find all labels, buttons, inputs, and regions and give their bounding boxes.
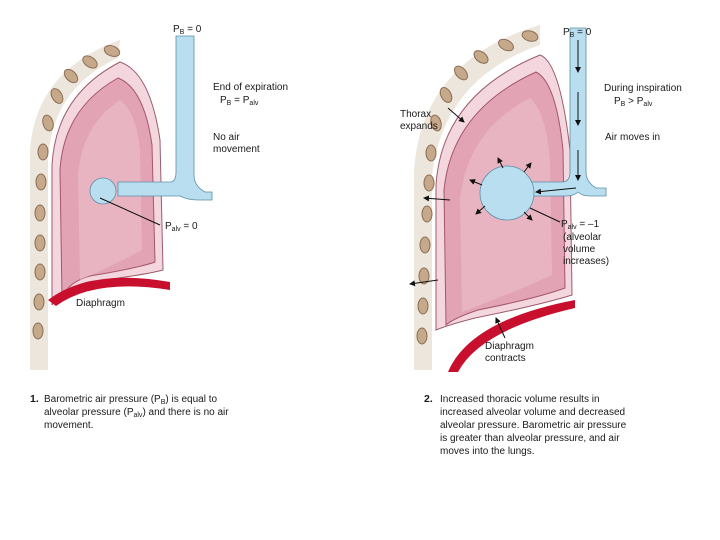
pb-label: PB = 0 [563, 27, 592, 39]
rib [419, 236, 431, 254]
rib [82, 55, 98, 69]
caption-line2: alveolar pressure (Palv) and there is no… [44, 407, 229, 419]
air-movement-line1: No air [213, 132, 240, 143]
thorax-line2: expands [400, 121, 438, 132]
chest-wall [414, 25, 540, 370]
rib [35, 173, 47, 191]
caption-line4: is greater than alveolar pressure, and a… [440, 433, 620, 444]
airway [117, 35, 213, 201]
panel-end-of-expiration: PB = 0 End of expiration PB = Palv No ai… [30, 24, 288, 431]
rib [498, 38, 514, 52]
palv-note1: (alveolar [563, 232, 602, 243]
expansion-arrow [497, 157, 504, 169]
rib [50, 88, 64, 104]
palv-label: Palv = –1 [561, 219, 600, 231]
caption-line1: Barometric air pressure (PB) is equal to [44, 394, 218, 406]
state-equation: PB = Palv [220, 95, 259, 107]
airway [521, 27, 607, 197]
alveolus [89, 177, 117, 205]
rib [439, 87, 453, 103]
palv-note2: volume [563, 244, 596, 255]
rib [37, 143, 49, 161]
rib [421, 205, 433, 223]
rib [33, 293, 45, 311]
caption-number: 2. [424, 393, 433, 405]
caption-line1: Increased thoracic volume results in [440, 394, 600, 405]
diaphragm-label: Diaphragm [76, 298, 125, 309]
diaphragm-label-line1: Diaphragm [485, 341, 534, 352]
thorax-pointer [447, 107, 465, 123]
ribs [416, 30, 539, 345]
air-moves-in: Air moves in [605, 132, 660, 143]
rib [34, 204, 46, 222]
caption-number: 1. [30, 393, 39, 405]
diaphragm [448, 300, 575, 372]
rib [103, 45, 121, 57]
diaphragm-label-line2: contracts [485, 353, 526, 364]
state-equation: PB > Palv [614, 96, 653, 108]
ribs [32, 45, 121, 340]
caption-line3: alveolar pressure. Barometric air pressu… [440, 420, 627, 431]
rib [34, 234, 46, 252]
expansion-arrow [469, 179, 483, 186]
caption-line5: moves into the lungs. [440, 446, 535, 457]
rib [430, 114, 442, 132]
rib [34, 263, 46, 281]
rib [423, 174, 435, 192]
palv-pointer [529, 207, 561, 223]
diaphragm [48, 277, 170, 306]
airflow-arrow [535, 187, 577, 195]
pb-label: PB = 0 [173, 24, 202, 36]
rib [425, 144, 437, 162]
expansion-arrow [475, 205, 486, 215]
rib [417, 297, 429, 315]
alveolus [479, 165, 535, 221]
rib [416, 327, 428, 345]
palv-label: Palv = 0 [165, 221, 198, 233]
rib [63, 68, 79, 84]
rib [473, 50, 489, 64]
state-title: End of expiration [213, 82, 288, 93]
rib [453, 65, 469, 81]
expansion-arrow [523, 211, 533, 221]
diaphragm-pointer [495, 317, 506, 339]
thorax-arrow [409, 279, 439, 287]
rib [42, 114, 54, 132]
rib [418, 267, 430, 285]
caption-line3: movement. [44, 420, 93, 431]
palv-pointer [99, 197, 161, 226]
rib [32, 322, 44, 340]
state-title: During inspiration [604, 83, 682, 94]
expansion-arrow [523, 162, 532, 173]
thorax-line1: Thorax [400, 109, 431, 120]
air-movement-line2: movement [213, 144, 260, 155]
palv-note3: increases) [563, 256, 609, 267]
thorax-arrow [423, 195, 451, 202]
panel-during-inspiration: PB = 0 During inspiration PB > Palv Air … [400, 25, 682, 457]
rib [521, 30, 539, 42]
caption-line2: increased alveolar volume and decreased [440, 407, 625, 418]
